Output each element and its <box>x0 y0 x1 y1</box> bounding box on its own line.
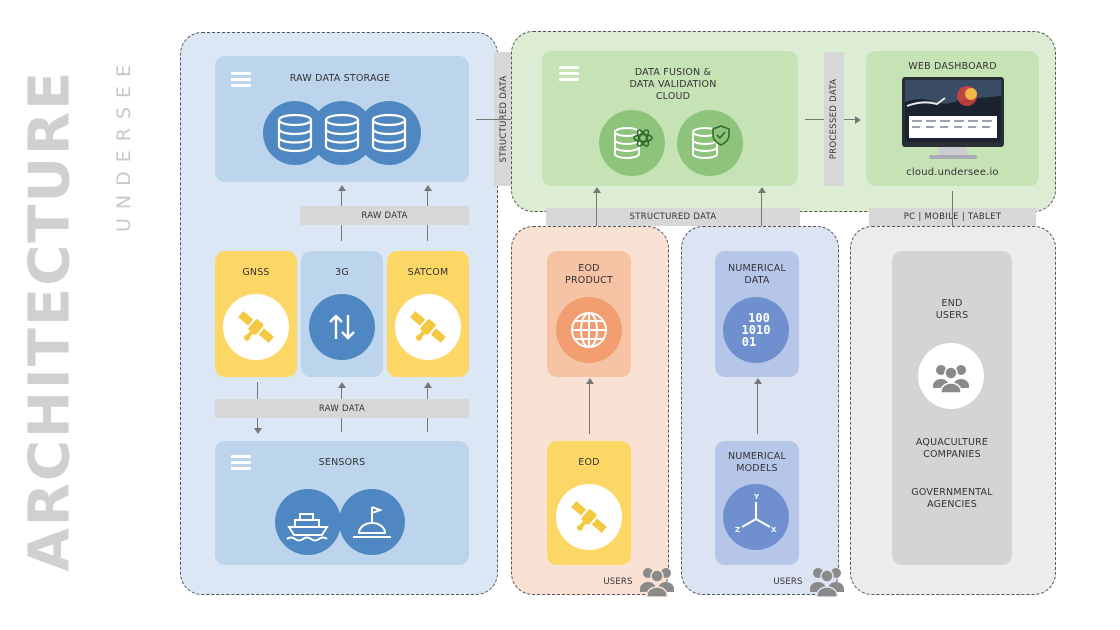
raw-data-storage-label: RAW DATA STORAGE <box>289 73 391 84</box>
web-dashboard-label: WEB DASHBOARD <box>908 61 997 72</box>
satcom-label: SATCOM <box>407 267 449 278</box>
eod-label: EOD <box>578 457 600 468</box>
database-icon <box>263 101 421 165</box>
end-users-label-2: USERS <box>935 310 969 321</box>
numerical-models-label-2: MODELS <box>736 463 778 474</box>
satellite-icon <box>395 294 461 360</box>
data-fusion-cloud-box <box>542 51 798 186</box>
users-icon <box>810 568 844 597</box>
data-fusion-label-2: DATA VALIDATION <box>629 79 717 90</box>
binary-icon: 100 1010 01 <box>723 297 789 363</box>
monitor-icon <box>902 77 1004 159</box>
aquaculture-label-2: COMPANIES <box>923 449 981 460</box>
governmental-label-2: AGENCIES <box>927 499 977 510</box>
processed-data-bar: PROCESSED DATA <box>824 52 844 186</box>
sensors-label: SENSORS <box>318 457 366 468</box>
satellite-icon <box>223 294 289 360</box>
arrow-up <box>756 187 768 243</box>
numerical-data-label-2: DATA <box>744 275 770 286</box>
arrow-up <box>591 187 603 243</box>
raw-data-bar-top: RAW DATA <box>300 206 469 225</box>
database-atom-icon <box>599 110 665 176</box>
svg-text:X: X <box>771 526 777 534</box>
data-fusion-label-1: DATA FUSION & <box>634 67 712 78</box>
data-fusion-label-3: CLOUD <box>655 91 691 102</box>
processed-data-label: PROCESSED DATA <box>829 78 839 160</box>
structured-data-horizontal-bar: STRUCTURED DATA <box>546 208 800 226</box>
users-icon <box>918 343 984 409</box>
up-down-arrows-icon <box>309 294 375 360</box>
globe-icon <box>556 297 622 363</box>
arrow-up <box>584 378 596 434</box>
buoy-icon <box>339 489 405 555</box>
undersee-brand: UNDERSEE <box>113 55 135 233</box>
binary-line-3: 01 <box>741 335 757 349</box>
numerical-data-label-1: NUMERICAL <box>728 263 786 274</box>
users-icon <box>640 568 674 597</box>
menu-icon <box>231 72 251 87</box>
menu-icon <box>559 66 579 81</box>
governmental-label-1: GOVERNMENTAL <box>911 487 993 498</box>
binary-line-2: 1010 <box>741 323 771 337</box>
end-users-label-1: END <box>941 298 963 309</box>
arrow-up <box>752 378 764 434</box>
numerical-models-label-1: NUMERICAL <box>728 451 786 462</box>
sensors-box <box>215 441 469 565</box>
binary-line-1: 100 <box>748 311 770 325</box>
dashboard-url[interactable]: cloud.undersee.io <box>906 167 999 178</box>
raw-data-bar-bottom: RAW DATA <box>215 399 469 418</box>
svg-text:Y: Y <box>753 493 760 501</box>
3g-label: 3G <box>335 267 349 278</box>
numerical-users-label: USERS <box>773 577 803 587</box>
database-shield-icon <box>677 110 743 176</box>
eod-product-label-1: EOD <box>578 263 600 274</box>
eod-users-label: USERS <box>603 577 633 587</box>
aquaculture-label-1: AQUACULTURE <box>915 437 989 448</box>
axes-icon: Y Z X <box>723 484 789 550</box>
ship-icon <box>275 489 341 555</box>
gnss-label: GNSS <box>242 267 270 278</box>
satellite-icon <box>556 484 622 550</box>
eod-product-label-2: PRODUCT <box>565 275 613 286</box>
architecture-title: ARCHITECTURE <box>17 69 83 572</box>
svg-text:Z: Z <box>735 526 740 534</box>
menu-icon <box>231 455 251 470</box>
